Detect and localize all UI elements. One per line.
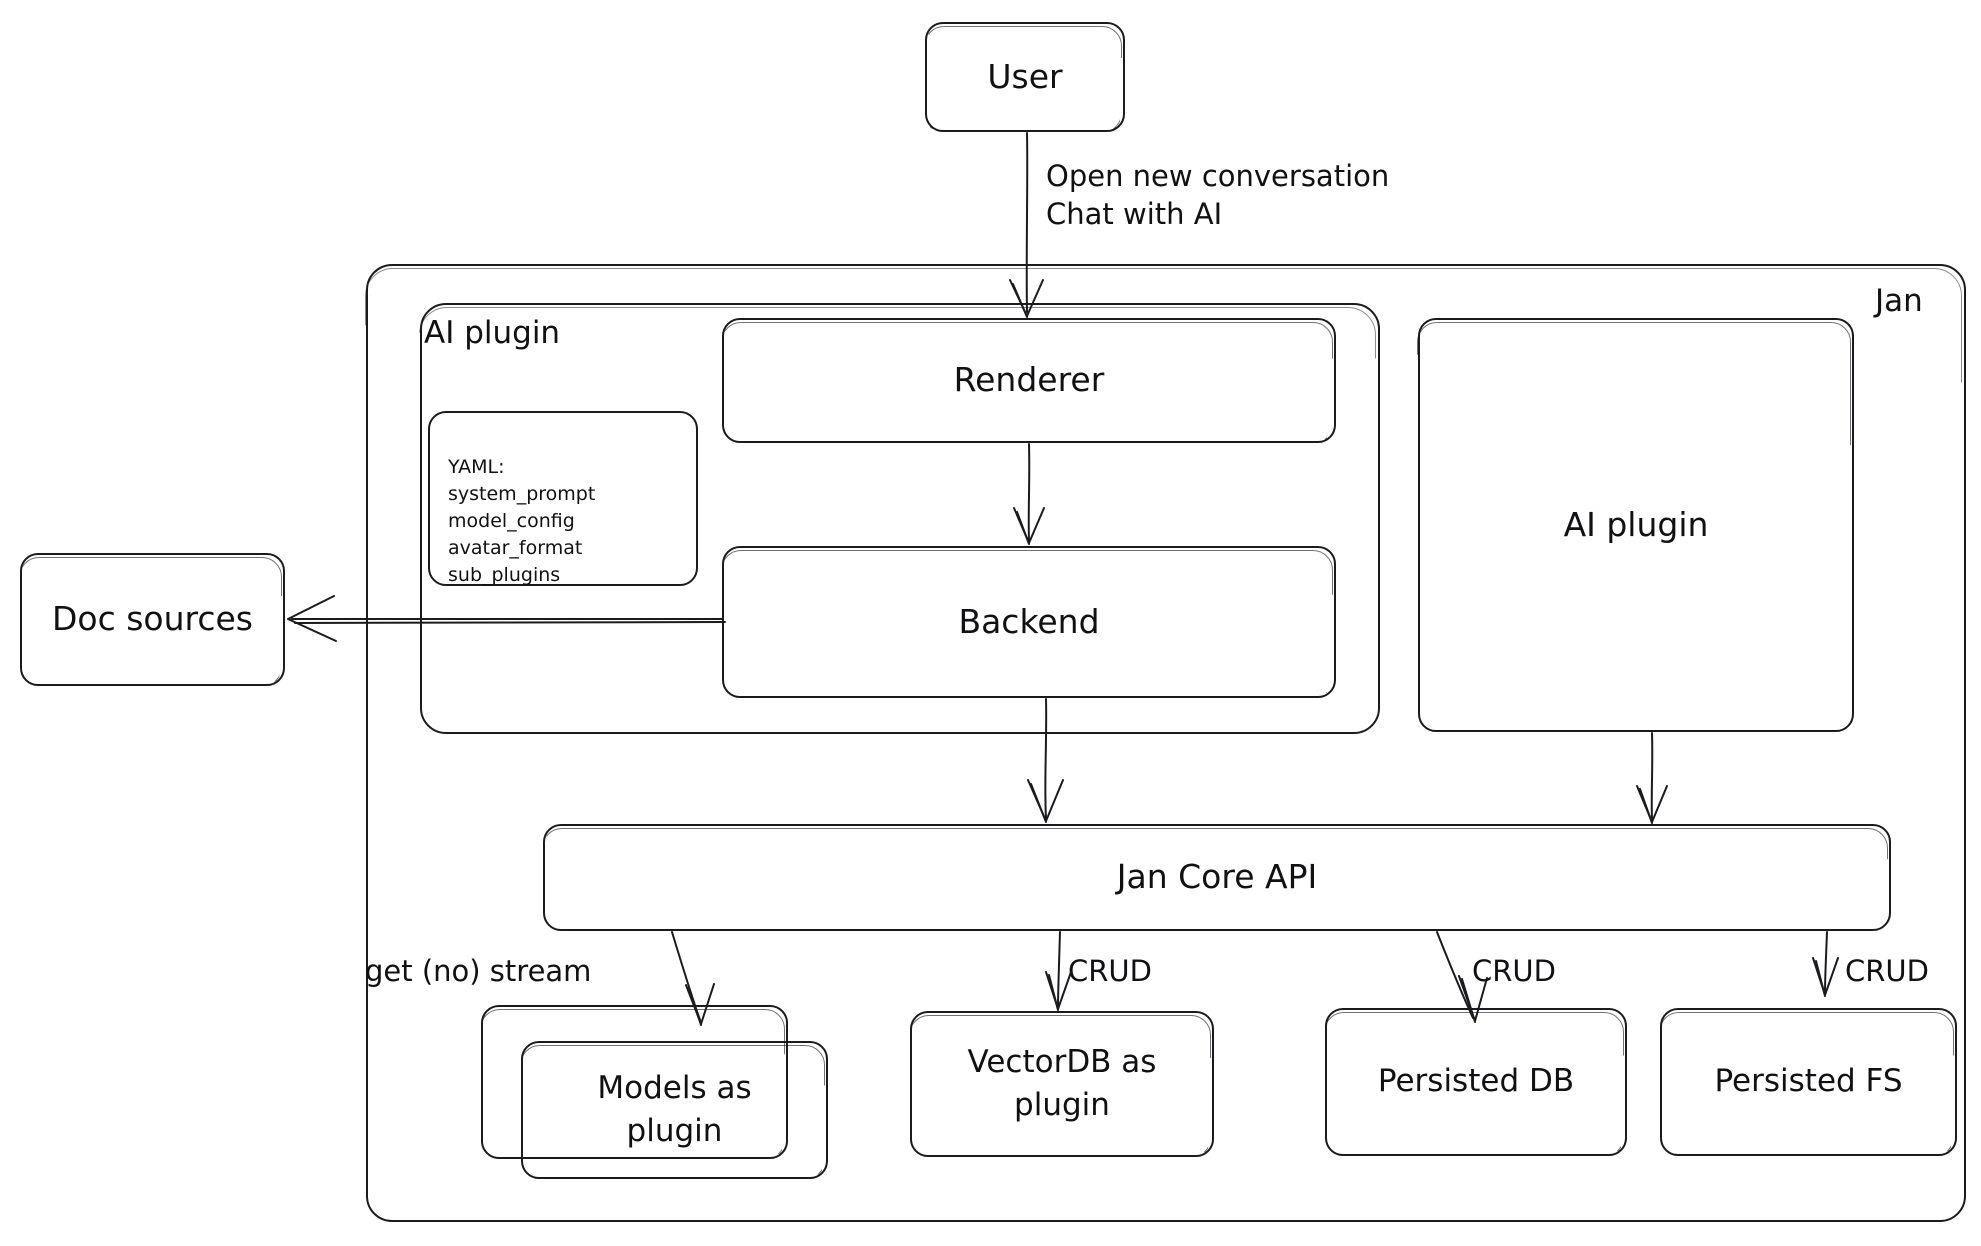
- node-jan-core-api-label: Jan Core API: [1116, 857, 1318, 897]
- node-ai-plugin-right-label: AI plugin: [1563, 504, 1709, 544]
- node-renderer[interactable]: Renderer: [722, 318, 1336, 443]
- node-backend-label: Backend: [958, 601, 1100, 641]
- node-ai-plugin-right[interactable]: AI plugin: [1418, 318, 1854, 732]
- group-jan-label: Jan: [1875, 283, 1923, 319]
- node-doc-sources-label: Doc sources: [51, 599, 253, 639]
- node-persisted-db-label: Persisted DB: [1377, 1063, 1575, 1100]
- node-models-as-plugin[interactable]: Models as plugin: [521, 1041, 828, 1179]
- node-vectordb-as-plugin[interactable]: VectorDB as plugin: [910, 1011, 1214, 1157]
- node-yaml-config[interactable]: YAML: system_prompt model_config avatar_…: [428, 411, 698, 586]
- edge-label-user-to-renderer: Open new conversation Chat with AI: [1046, 159, 1390, 232]
- node-user[interactable]: User: [925, 22, 1125, 132]
- group-jan[interactable]: [366, 264, 1966, 1222]
- group-ai-plugin[interactable]: [420, 303, 1380, 734]
- node-doc-sources[interactable]: Doc sources: [20, 553, 285, 686]
- node-user-label: User: [987, 56, 1063, 96]
- node-yaml-config-label: YAML: system_prompt model_config avatar_…: [448, 455, 596, 586]
- node-models-as-plugin-label: Models as plugin: [597, 1069, 752, 1149]
- node-persisted-db[interactable]: Persisted DB: [1325, 1008, 1627, 1156]
- node-persisted-fs[interactable]: Persisted FS: [1660, 1008, 1957, 1156]
- edge-label-crud-vectordb: CRUD: [1068, 954, 1152, 988]
- group-ai-plugin-label: AI plugin: [424, 315, 561, 351]
- node-vectordb-as-plugin-label: VectorDB as plugin: [967, 1043, 1157, 1123]
- node-backend[interactable]: Backend: [722, 546, 1336, 698]
- node-persisted-fs-label: Persisted FS: [1714, 1063, 1903, 1100]
- edge-label-crud-persisted-db: CRUD: [1472, 954, 1556, 988]
- edge-label-get-no-stream: get (no) stream: [365, 954, 592, 988]
- node-renderer-label: Renderer: [953, 360, 1105, 400]
- node-jan-core-api[interactable]: Jan Core API: [543, 824, 1891, 931]
- edge-label-crud-persisted-fs: CRUD: [1845, 954, 1929, 988]
